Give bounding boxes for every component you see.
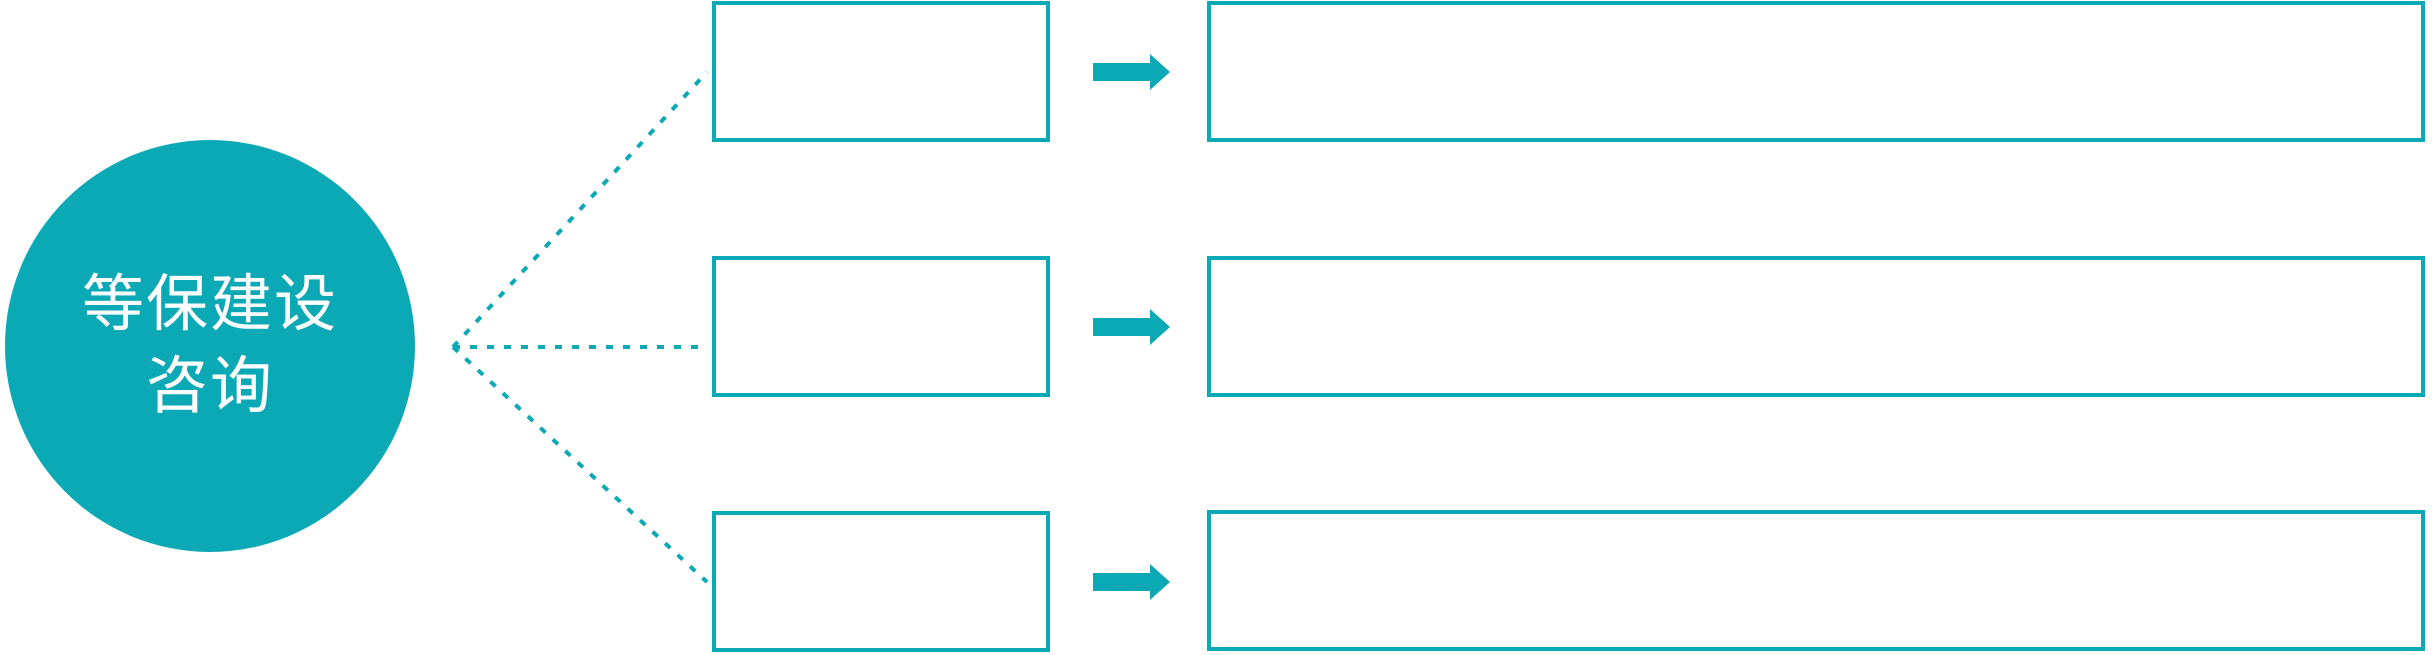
arrow-right-icon xyxy=(1093,309,1170,345)
arrow-right-icon xyxy=(1093,564,1170,600)
step-box-2 xyxy=(712,256,1050,397)
center-node-label-line2: 咨询 xyxy=(145,352,274,421)
detail-box-1 xyxy=(1207,1,2425,142)
detail-box-2 xyxy=(1207,256,2425,397)
dashed-connector-bottom-icon xyxy=(451,345,709,584)
arrow-right-icon xyxy=(1093,54,1170,90)
detail-box-3 xyxy=(1207,510,2425,651)
step-box-3 xyxy=(712,511,1050,652)
step-box-1 xyxy=(712,1,1050,142)
center-node: 等保建设 咨询 xyxy=(5,140,415,552)
center-node-label-line1: 等保建设 xyxy=(81,270,338,340)
dashed-connector-top-icon xyxy=(451,70,709,349)
